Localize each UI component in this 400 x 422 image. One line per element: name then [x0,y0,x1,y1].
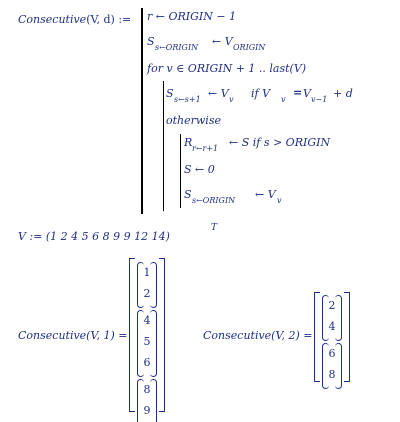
program-line-if-cond1: if V [251,87,271,100]
result1-label[interactable]: Consecutive(V, 1) = [18,329,128,342]
function-header[interactable]: Consecutive(V, d) := [18,14,131,26]
program-line-if-sub: s←s+1 [174,95,201,104]
program-line-if-cond2: V [303,87,311,100]
result2-group-0-paren-left [322,295,329,341]
result2-bracket-left [314,292,320,382]
result2-cell: 4 [328,320,336,333]
result1-cell: 8 [143,383,151,396]
result1-group-1-paren-right [150,310,157,377]
program-line-if-cond-sub2: v−1 [311,95,328,104]
assign-operator: := [118,13,132,26]
function-params: (V, d) [86,13,115,26]
program-line-s-orig-left: S [184,188,192,201]
result2-group-1-paren-left [322,343,329,389]
program-line-if-cond-sub1: v [281,95,286,104]
result1-cell: 6 [143,356,151,369]
program-line-r-left: R [184,136,193,149]
result2-label[interactable]: Consecutive(V, 2) = [203,329,313,342]
program-line-s-orig-mid: ← V [255,188,276,201]
result1-bracket-left [129,258,135,412]
program-line-if-eq: = [293,86,303,99]
program-bar-otherwise [180,134,181,208]
function-name: Consecutive [18,13,87,26]
result1-cell: 5 [143,335,151,348]
result1-group-2-paren-left [137,379,144,422]
program-line-if-sub2: v [229,95,234,104]
program-line-if-mid: ← V [208,87,229,100]
result2-cell: 6 [328,347,336,360]
result2-bracket-right [344,292,350,382]
program-line-s-zero: S ← 0 [184,163,215,176]
program-bar-for [163,81,164,211]
program-line-r-sub: r←r+1 [192,144,219,153]
vector-definition[interactable]: V := (1 2 4 5 6 8 9 9 12 14) [18,231,170,243]
result2-cell: 8 [328,368,336,381]
result2-cell: 2 [328,299,336,312]
result1-bracket-right [159,258,165,412]
program-line-for: for v ∈ ORIGIN + 1 .. last(V) [147,62,307,75]
program-line-if-plus: + d [333,87,353,100]
program-line-r: r ← ORIGIN − 1 [147,10,237,23]
vector-definition-text: V := (1 2 4 5 6 8 9 9 12 14) [18,230,170,243]
result1-cell: 1 [143,266,151,279]
result1-group-2-paren-right [150,379,157,422]
program-bar-outer [141,8,143,214]
program-line-otherwise: otherwise [166,114,221,127]
result1-group-1-paren-left [137,310,144,377]
result1-group-0-paren-right [150,262,157,308]
vector-transpose: T [211,223,218,233]
result1-cell: 4 [143,314,151,327]
result1-cell: 9 [143,404,151,417]
program-line-s-sub: s←ORIGIN [155,43,199,52]
program-line-if-left: S [166,87,174,100]
result1-cell: 2 [143,287,151,300]
result2-group-1-paren-right [335,343,342,389]
program-line-s-orig-sub: s←ORIGIN [192,196,236,205]
program-line-s-sub2: ORIGIN [233,43,266,52]
program-line-s-left: S [147,35,155,48]
result2-group-0-paren-right [335,295,342,341]
program-line-s-orig-sub2: v [277,196,282,205]
program-line-s-mid: ← V [212,35,233,48]
program-line-r-mid: ← S if s > ORIGIN [229,136,331,149]
result1-group-0-paren-left [137,262,144,308]
